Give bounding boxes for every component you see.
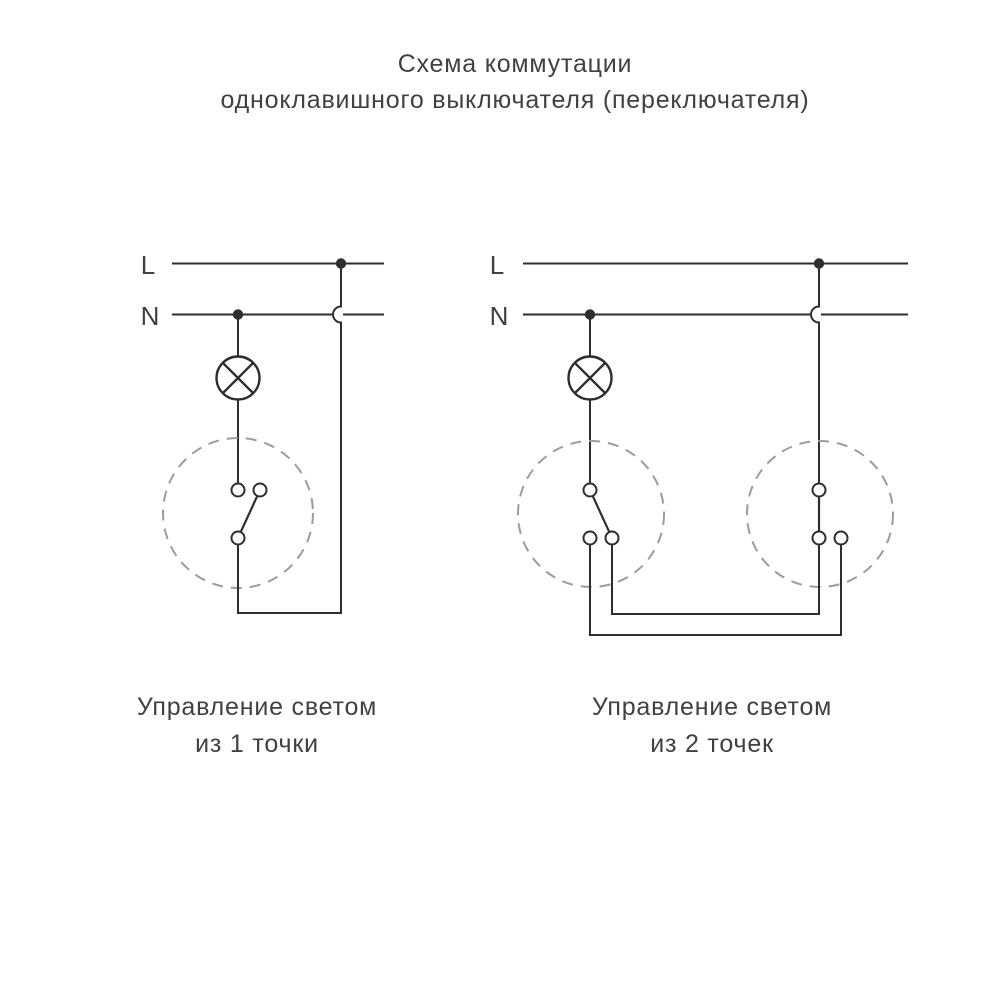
- lamp-cross: [573, 361, 607, 395]
- lamp-cross: [221, 361, 255, 395]
- switch-return-wire: [237, 544, 342, 614]
- traveller-wire-inner: [611, 544, 820, 615]
- caption-line-1: Управление светом: [136, 693, 378, 721]
- live-label: L: [141, 250, 155, 280]
- caption-two-points: Управление светом из 2 точек: [522, 689, 902, 763]
- switch-terminal-way-right: [833, 530, 849, 546]
- switch-terminal-common: [582, 482, 598, 498]
- caption-line-2: из 2 точек: [650, 730, 774, 758]
- traveller-wire-outer: [589, 544, 842, 636]
- switch-terminal-common: [811, 482, 827, 498]
- live-drop-wire-with-hop: [332, 263, 342, 613]
- neutral-label: N: [490, 301, 509, 331]
- caption-one-point: Управление светом из 1 точки: [67, 689, 447, 763]
- switch-icon: [230, 482, 268, 546]
- switch-terminal-way-left: [811, 530, 827, 546]
- switch-terminal-top-right: [252, 482, 268, 498]
- switch-lever: [239, 495, 259, 533]
- switch-terminal-way-right: [604, 530, 620, 546]
- caption-line-2: из 1 точки: [195, 730, 319, 758]
- title-line-1: Схема коммутации: [397, 50, 633, 78]
- changeover-switch-icon-1: [582, 482, 620, 546]
- diagram-two-points: L N: [490, 250, 908, 636]
- diagram-one-point: L N: [141, 250, 384, 614]
- changeover-switch-icon-2: [811, 482, 849, 546]
- title-line-2: одноклавишного выключателя (переключател…: [220, 86, 810, 114]
- neutral-label: N: [141, 301, 160, 331]
- switch-terminal-bottom: [230, 530, 246, 546]
- lamp-icon: [567, 355, 613, 401]
- live-drop-wire-with-hop: [810, 263, 820, 484]
- switch-terminal-way-left: [582, 530, 598, 546]
- switch-lever: [591, 495, 611, 533]
- caption-line-1: Управление светом: [591, 693, 833, 721]
- switch-terminal-top-left: [230, 482, 246, 498]
- page-title: Схема коммутации одноклавишного выключат…: [30, 46, 1000, 118]
- lamp-icon: [215, 355, 261, 401]
- live-label: L: [490, 250, 504, 280]
